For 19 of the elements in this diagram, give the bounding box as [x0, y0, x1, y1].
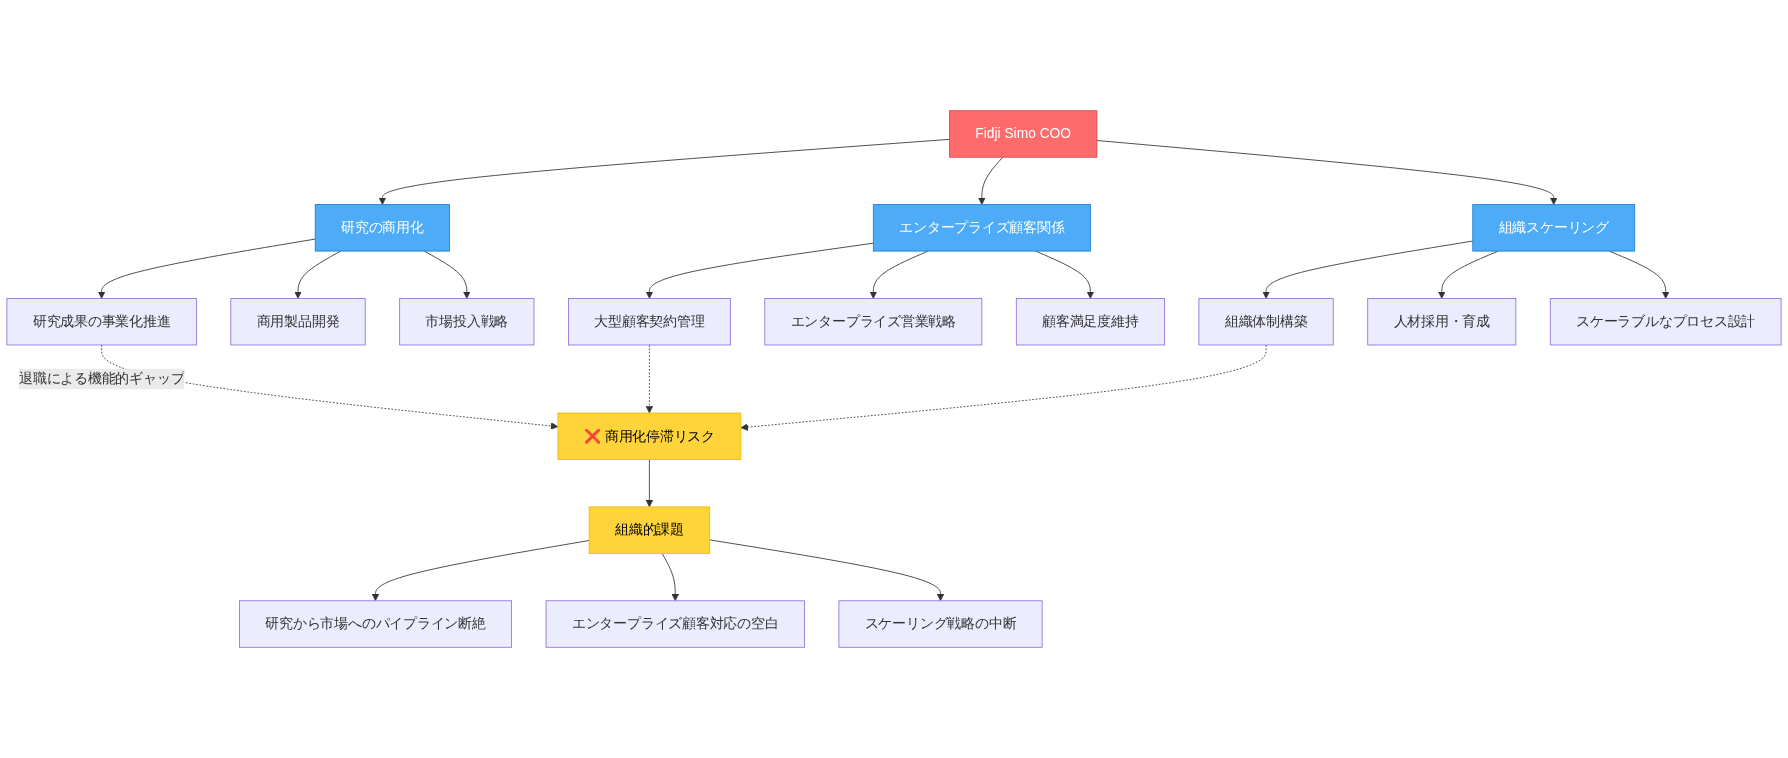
node-box: 組織的課題 — [588, 506, 711, 554]
node-box: 研究から市場へのパイプライン断絶 — [239, 600, 513, 648]
node-box: 研究成果の事業化推進 — [6, 298, 197, 346]
edge-label: 退職による機能的ギャップ — [18, 371, 185, 386]
node-box: 人材採用・育成 — [1367, 298, 1517, 346]
node-box: 顧客満足度維持 — [1015, 298, 1165, 346]
node-box: 市場投入戦略 — [399, 298, 535, 346]
node-box: エンタープライズ顧客対応の空白 — [545, 600, 805, 648]
node-box: ❌ 商用化停滞リスク — [557, 412, 742, 460]
node-box: Fidji Simo COO — [949, 110, 1098, 158]
node-box: 組織体制構築 — [1198, 298, 1334, 346]
node-box: 研究の商用化 — [314, 204, 450, 252]
node-box: スケーリング戦略の中断 — [838, 600, 1043, 648]
node-box: 商用製品開発 — [230, 298, 366, 346]
node-box: エンタープライズ営業戦略 — [764, 298, 983, 346]
node-box: 大型顧客契約管理 — [568, 298, 731, 346]
node-box: スケーラブルなプロセス設計 — [1549, 298, 1782, 346]
node-box: エンタープライズ顧客関係 — [872, 204, 1091, 252]
node-box: 組織スケーリング — [1472, 204, 1636, 252]
